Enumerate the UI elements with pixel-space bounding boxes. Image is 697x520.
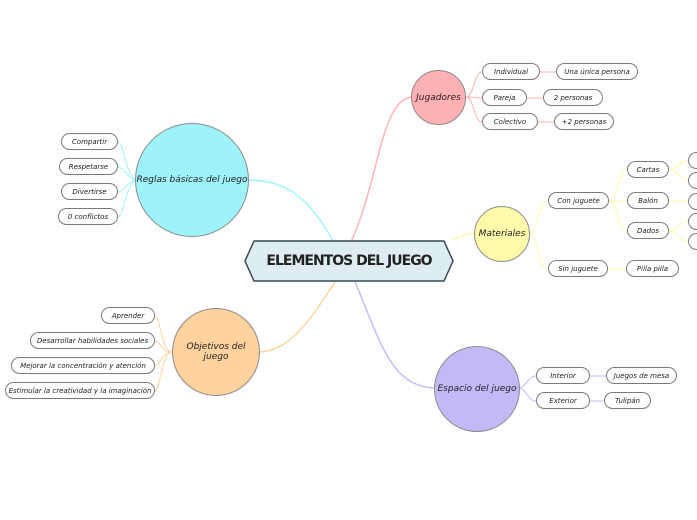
materiales-con-item[interactable]: Cartas (627, 161, 669, 178)
espacio-detail[interactable]: Juegos de mesa (606, 367, 677, 384)
topic-objetivos[interactable]: Objetivos del juego (172, 308, 260, 396)
topic-reglas[interactable]: Reglas básicas del juego (135, 123, 249, 237)
jugadores-detail[interactable]: 2 personas (543, 89, 603, 106)
jugadores-item[interactable]: Individual (482, 63, 540, 80)
reglas-item[interactable]: Compartir (61, 133, 118, 150)
topic-jugadores[interactable]: Jugadores (411, 70, 466, 125)
connector-materiales (451, 233, 475, 241)
connector-reglas (245, 179, 336, 245)
espacio-item[interactable]: Exterior (536, 392, 590, 409)
jugadores-detail[interactable]: Una única persona (556, 63, 638, 80)
objetivos-item[interactable]: Mejorar la concentración y atención (11, 357, 155, 374)
jugadores-detail[interactable]: +2 personas (554, 113, 614, 130)
objetivos-item[interactable]: Estimular la creatividad y la imaginació… (5, 382, 155, 399)
materiales-con-juguete[interactable]: Con juguete (548, 192, 609, 209)
connector-jugadores (349, 96, 413, 245)
espacio-detail[interactable]: Tulipán (604, 392, 651, 409)
connector-espacio (354, 281, 435, 389)
topic-materiales[interactable]: Materiales (474, 206, 530, 262)
espacio-item[interactable]: Interior (536, 367, 590, 384)
objetivos-item[interactable]: Desarrollar habilidades sociales (30, 332, 155, 349)
topic-espacio[interactable]: Espacio del juego (434, 346, 520, 432)
central-topic-shape (244, 240, 454, 282)
connector-objetivos (257, 281, 336, 353)
materiales-sin-detail[interactable]: Pilla pilla (626, 260, 679, 277)
topic-materiales-label: Materiales (478, 229, 526, 239)
topic-reglas-label: Reglas básicas del juego (136, 175, 248, 185)
materiales-sin-juguete[interactable]: Sin juguete (548, 260, 608, 277)
materiales-con-item[interactable]: Dados (627, 222, 669, 239)
central-topic-label: ELEMENTOS DEL JUEGO (266, 253, 432, 269)
reglas-item[interactable]: Respetarse (59, 158, 118, 175)
reglas-item[interactable]: 0 conflictos (58, 208, 118, 225)
topic-jugadores-label: Jugadores (416, 92, 461, 103)
jugadores-item[interactable]: Colectivo (482, 113, 538, 130)
objetivos-item[interactable]: Aprender (101, 307, 155, 324)
central-topic[interactable]: ELEMENTOS DEL JUEGO (244, 240, 454, 282)
topic-objetivos-label: Objetivos del juego (186, 342, 246, 362)
reglas-item[interactable]: Divertirse (61, 183, 118, 200)
jugadores-item[interactable]: Pareja (482, 89, 527, 106)
materiales-con-item[interactable]: Balón (627, 192, 669, 209)
topic-espacio-label: Espacio del juego (437, 384, 517, 394)
